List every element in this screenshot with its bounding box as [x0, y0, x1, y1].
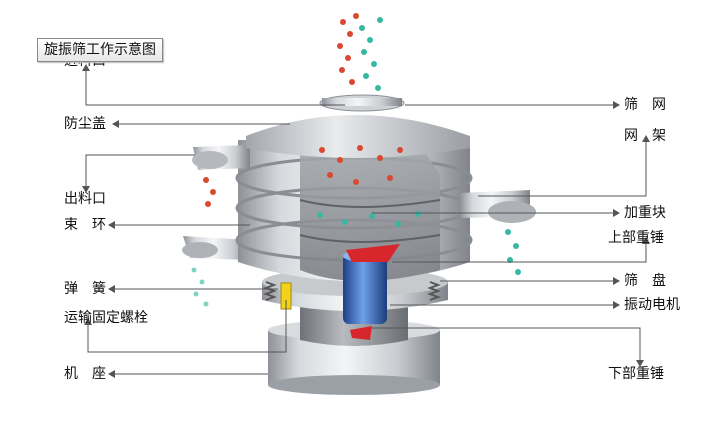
label-mesh-frame: 网 架 — [624, 128, 666, 144]
spring-coil — [263, 281, 441, 301]
leader-upper-weight — [392, 244, 647, 263]
label-outlet: 出料口 — [64, 191, 106, 207]
diagram-title: 旋振筛工作示意图 — [37, 38, 163, 62]
label-base: 机 座 — [64, 366, 106, 382]
label-inlet: 进料口 — [64, 60, 106, 69]
feed-particles — [337, 13, 383, 91]
label-clamp-ring: 束 环 — [64, 217, 106, 233]
upper-weight-block — [346, 244, 400, 262]
label-spring: 弹 簧 — [64, 281, 106, 297]
leader-arrowheads — [82, 64, 650, 378]
label-screen-tray: 筛 盘 — [624, 273, 666, 289]
lower-outlet-spout — [182, 236, 250, 260]
lower-weight-block — [350, 326, 372, 340]
label-vibration-motor: 振动电机 — [624, 297, 680, 313]
label-lower-weight: 下部重锤 — [608, 366, 664, 382]
leader-outlet — [85, 154, 195, 186]
discharge-particles — [191, 177, 521, 307]
label-dust-cover: 防尘盖 — [64, 116, 106, 132]
label-screen-mesh: 筛 网 — [624, 97, 666, 113]
dust-cover — [246, 94, 470, 158]
leader-transport-bolt — [87, 300, 287, 353]
right-outlet-spout — [460, 190, 536, 223]
vibration-motor — [343, 244, 400, 340]
sieve-body — [235, 132, 473, 281]
leader-mesh-frame — [478, 142, 647, 197]
label-weight-block: 加重块 — [624, 205, 666, 221]
leader-lower-weight — [372, 327, 641, 360]
screened-particles — [317, 145, 421, 227]
leader-lines — [85, 71, 647, 375]
label-upper-weight: 上部重锤 — [608, 230, 664, 246]
upper-outlet-spout — [192, 145, 250, 170]
label-transport-bolt: 运输固定螺栓 — [64, 310, 148, 326]
leader-inlet — [85, 71, 345, 106]
